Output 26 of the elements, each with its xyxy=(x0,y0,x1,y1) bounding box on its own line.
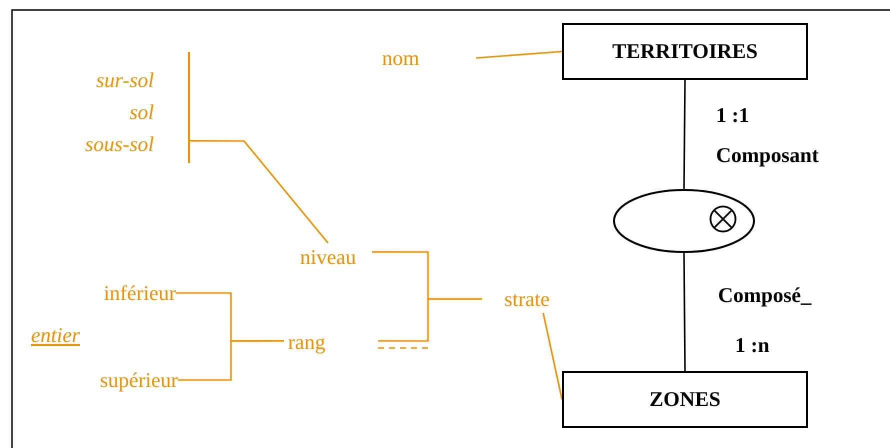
cardinality-label: 1 :1 xyxy=(716,102,750,129)
connector-line xyxy=(683,80,686,189)
attribute-name: inférieur xyxy=(56,279,176,307)
cardinality-label: Composé_ xyxy=(718,282,812,309)
cardinality-label: 1 :n xyxy=(735,332,770,359)
attribute-value: sol xyxy=(128,99,154,126)
attribute-value: sous-sol xyxy=(84,131,154,158)
connector-line xyxy=(178,340,284,381)
entity-box xyxy=(562,23,808,80)
cardinality-label: Composant xyxy=(716,142,819,169)
connector-line xyxy=(190,140,329,244)
entity-name: TERRITOIRES xyxy=(612,39,758,64)
connector-line xyxy=(683,253,686,371)
attribute-name: rang xyxy=(284,328,378,356)
entity-name: ZONES xyxy=(649,387,721,412)
relationship-ellipse xyxy=(613,189,755,253)
attribute-name: supérieur xyxy=(56,366,178,394)
connector-line xyxy=(476,50,562,59)
attribute-value: sur-sol xyxy=(95,67,154,94)
attribute-name: strate xyxy=(482,285,572,313)
attribute-name: nom xyxy=(378,44,476,72)
connector-line xyxy=(542,312,563,400)
attribute-name: niveau xyxy=(284,243,372,271)
entity-box xyxy=(562,371,808,428)
type-label: entier xyxy=(31,322,80,349)
connector-line xyxy=(378,298,482,342)
